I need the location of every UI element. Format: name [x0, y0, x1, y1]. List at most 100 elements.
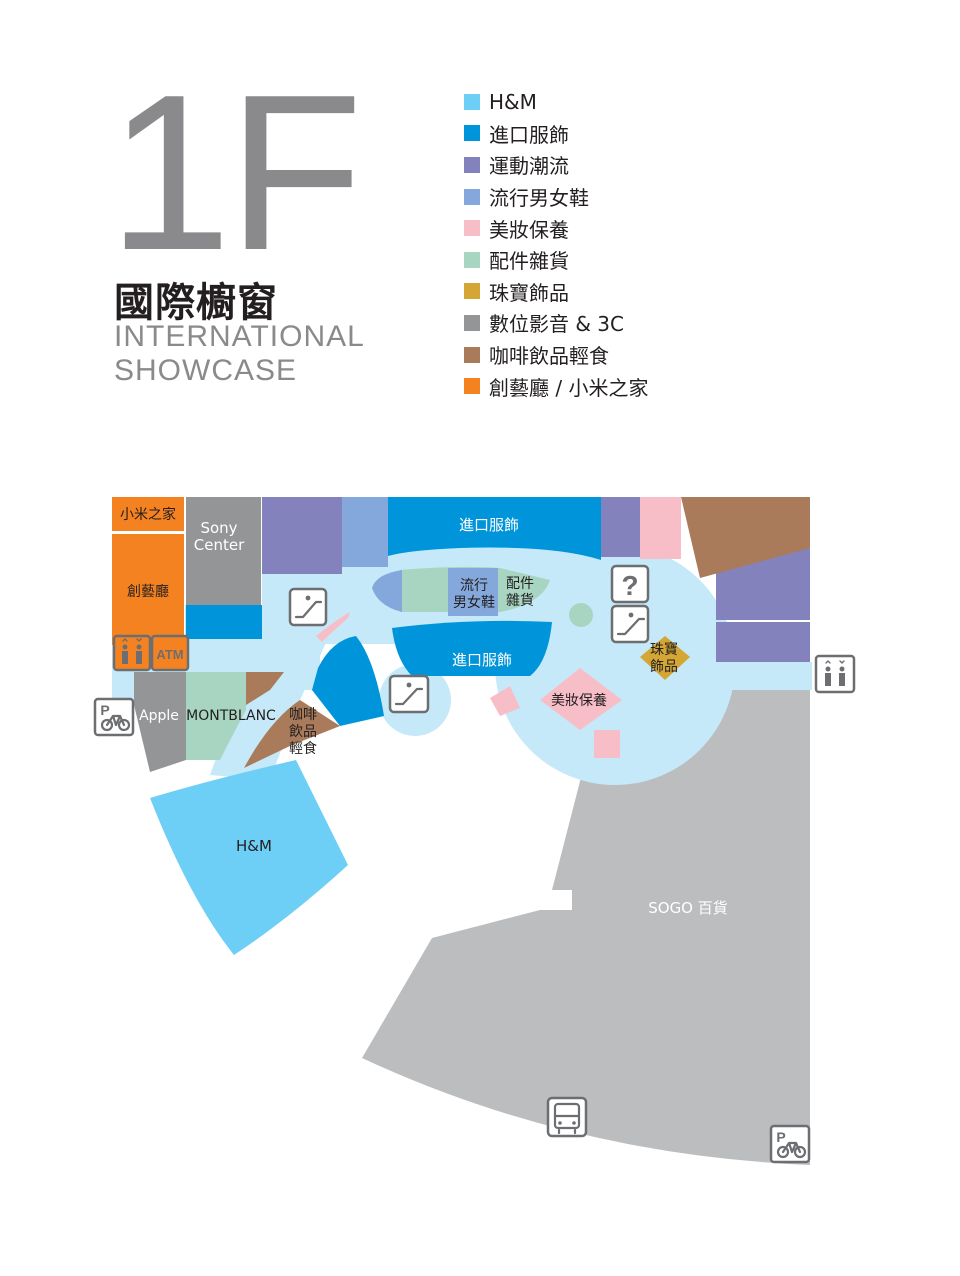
xiaomi-store[interactable]	[112, 497, 184, 531]
escalator-icon[interactable]	[388, 674, 430, 714]
legend-label: 美妝保養	[489, 217, 569, 242]
legend-swatch	[464, 220, 480, 237]
beauty-diamond[interactable]	[540, 668, 622, 730]
label-jewelry-2: 飾品	[650, 659, 678, 675]
information-glyph: ?	[621, 570, 638, 601]
import-store-mid[interactable]	[392, 620, 552, 676]
label-shoes-1: 流行	[460, 578, 488, 594]
legend-item: 創藝廳 / 小米之家	[464, 370, 648, 402]
legend-label: 流行男女鞋	[489, 186, 589, 211]
legend-item: H&M	[464, 86, 648, 118]
restroom-icon[interactable]	[814, 654, 856, 694]
legend-label: 運動潮流	[489, 154, 569, 179]
label-accessories-2: 雜貨	[506, 592, 534, 609]
label-import-mid: 進口服飾	[452, 651, 512, 669]
legend-item: 配件雜貨	[464, 244, 648, 276]
label-sony-1: Sony	[200, 519, 237, 537]
legend-item: 進口服飾	[464, 118, 648, 150]
sports-store-right2[interactable]	[716, 622, 810, 662]
import-store-leftcurve[interactable]	[312, 636, 384, 726]
information-icon[interactable]: ?	[610, 564, 650, 604]
sogo-area[interactable]	[362, 688, 810, 1165]
label-cafe-3: 輕食	[289, 740, 317, 757]
beauty-store-top[interactable]	[640, 497, 681, 559]
legend-label: 進口服飾	[489, 122, 569, 147]
legend: H&M 進口服飾 運動潮流 流行男女鞋 美妝保養 配件雜貨 珠寶飾品 數位影音 …	[464, 86, 648, 402]
import-store-top[interactable]	[388, 497, 601, 560]
label-montblanc: MONTBLANC	[186, 708, 276, 724]
floor-title-en: INTERNATIONAL SHOWCASE	[114, 320, 365, 388]
legend-swatch	[464, 125, 480, 142]
cafe-store-left[interactable]	[244, 700, 340, 768]
label-apple: Apple	[139, 708, 179, 724]
shoes-store-top[interactable]	[342, 497, 388, 567]
import-store-left[interactable]	[186, 605, 262, 639]
label-sony-2: Center	[194, 536, 245, 554]
cafe-store-small[interactable]	[246, 672, 284, 705]
shoes-store-island[interactable]	[372, 570, 402, 612]
legend-swatch	[464, 346, 480, 363]
chuangyi-store[interactable]	[112, 534, 184, 645]
beauty-store-curve[interactable]	[316, 612, 350, 642]
label-sogo: SOGO 百貨	[648, 899, 728, 917]
bus-stop-icon[interactable]	[546, 1096, 588, 1138]
svg-text:P: P	[100, 702, 109, 718]
restroom-icon[interactable]	[112, 634, 152, 672]
escalator-icon[interactable]	[288, 587, 328, 627]
legend-swatch	[464, 188, 480, 205]
label-beauty: 美妝保養	[551, 692, 607, 709]
label-cafe-2: 飲品	[289, 724, 317, 740]
legend-label: 珠寶飾品	[489, 280, 569, 305]
legend-item: 美妝保養	[464, 212, 648, 244]
floor-title-en-line1: INTERNATIONAL	[114, 320, 365, 353]
floor-number: 1F	[108, 49, 363, 297]
legend-item: 運動潮流	[464, 149, 648, 181]
apple-store[interactable]	[134, 672, 186, 772]
jewelry-diamond[interactable]	[640, 636, 690, 680]
legend-swatch	[464, 93, 480, 110]
label-accessories-1: 配件	[506, 576, 534, 592]
label-import-top: 進口服飾	[459, 516, 519, 534]
legend-swatch	[464, 156, 480, 173]
label-hm: H&M	[236, 837, 272, 855]
legend-label: 配件雜貨	[489, 249, 569, 274]
hm-store[interactable]	[150, 760, 348, 955]
label-chuangyi: 創藝廳	[127, 583, 169, 600]
label-cafe-1: 咖啡	[289, 707, 317, 723]
legend-label: 數位影音 & 3C	[489, 312, 624, 337]
corridor-circle-right	[495, 545, 735, 785]
legend-swatch	[464, 251, 480, 268]
label-xiaomi: 小米之家	[120, 506, 176, 523]
beauty-store-bottom[interactable]	[594, 730, 620, 758]
svg-text:P: P	[776, 1129, 785, 1145]
floor-title-zh: 國際櫥窗	[114, 280, 278, 326]
legend-item: 咖啡飲品輕食	[464, 339, 648, 371]
legend-label: 創藝廳 / 小米之家	[489, 375, 649, 400]
atm-icon[interactable]: ATM	[150, 634, 190, 672]
accessories-store-montblanc[interactable]	[186, 672, 246, 760]
bicycle-parking-icon[interactable]: P	[93, 697, 135, 737]
floor-title-en-line2: SHOWCASE	[114, 354, 298, 387]
beauty-store-small[interactable]	[490, 686, 520, 716]
legend-item: 流行男女鞋	[464, 181, 648, 213]
bicycle-parking-icon[interactable]: P	[769, 1124, 811, 1164]
label-jewelry-1: 珠寶	[650, 642, 678, 658]
sports-store-topleft[interactable]	[262, 497, 342, 574]
sony-center-store[interactable]	[186, 497, 261, 605]
corridor-curve	[210, 612, 340, 780]
accessories-kiosk[interactable]	[569, 603, 593, 627]
legend-swatch	[464, 378, 480, 395]
atm-label: ATM	[156, 647, 183, 662]
legend-swatch	[464, 283, 480, 300]
legend-item: 數位影音 & 3C	[464, 307, 648, 339]
legend-swatch	[464, 314, 480, 331]
legend-label: 咖啡飲品輕食	[489, 344, 609, 369]
legend-label: H&M	[489, 89, 537, 114]
shoes-store-island-center[interactable]	[448, 568, 498, 616]
legend-item: 珠寶飾品	[464, 276, 648, 308]
sports-store-topright[interactable]	[601, 497, 640, 557]
cafe-store-right[interactable]	[681, 497, 810, 578]
label-shoes-2: 男女鞋	[453, 594, 495, 611]
escalator-icon[interactable]	[610, 604, 650, 644]
